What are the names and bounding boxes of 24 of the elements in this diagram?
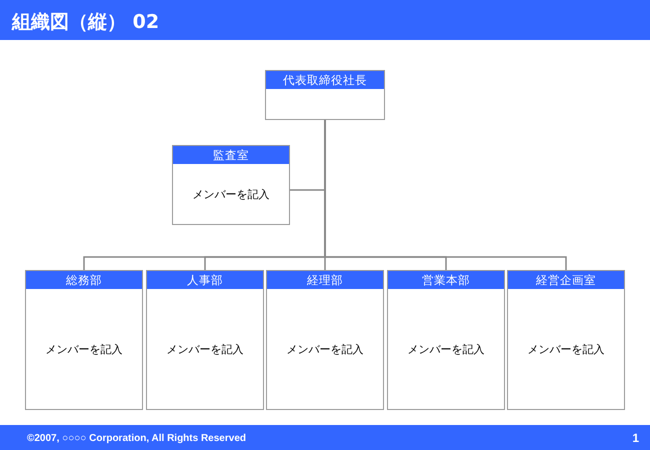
box-heading: 総務部 (26, 271, 142, 289)
page-title: 組織図（縦） 02 (12, 10, 160, 35)
org-box (266, 270, 384, 410)
org-box (146, 270, 264, 410)
member-text: メンバーを記入 (286, 342, 364, 356)
member-text: メンバーを記入 (166, 342, 244, 356)
box-heading: 人事部 (147, 271, 263, 289)
org-box (25, 270, 143, 410)
member-text: メンバーを記入 (408, 342, 484, 356)
member-text: メンバーを記入 (192, 186, 270, 202)
connector-line (324, 120, 567, 270)
box-heading: 経営企画室 (508, 271, 624, 289)
member-text: メンバーを記入 (46, 342, 122, 356)
org-box (265, 70, 385, 120)
org-box (387, 270, 505, 410)
box-heading: 経理部 (267, 271, 383, 289)
box-heading: 監査室 (173, 146, 289, 164)
box-heading: 代表取締役社長 (266, 71, 384, 89)
member-text: メンバーを記入 (528, 342, 604, 356)
page-number: 1 (632, 431, 639, 445)
org-box (172, 145, 290, 225)
org-box (507, 270, 625, 410)
box-heading: 営業本部 (388, 271, 504, 289)
copyright-text: ©2007, ○○○○ Corporation, All Rights Reserved (27, 433, 246, 444)
